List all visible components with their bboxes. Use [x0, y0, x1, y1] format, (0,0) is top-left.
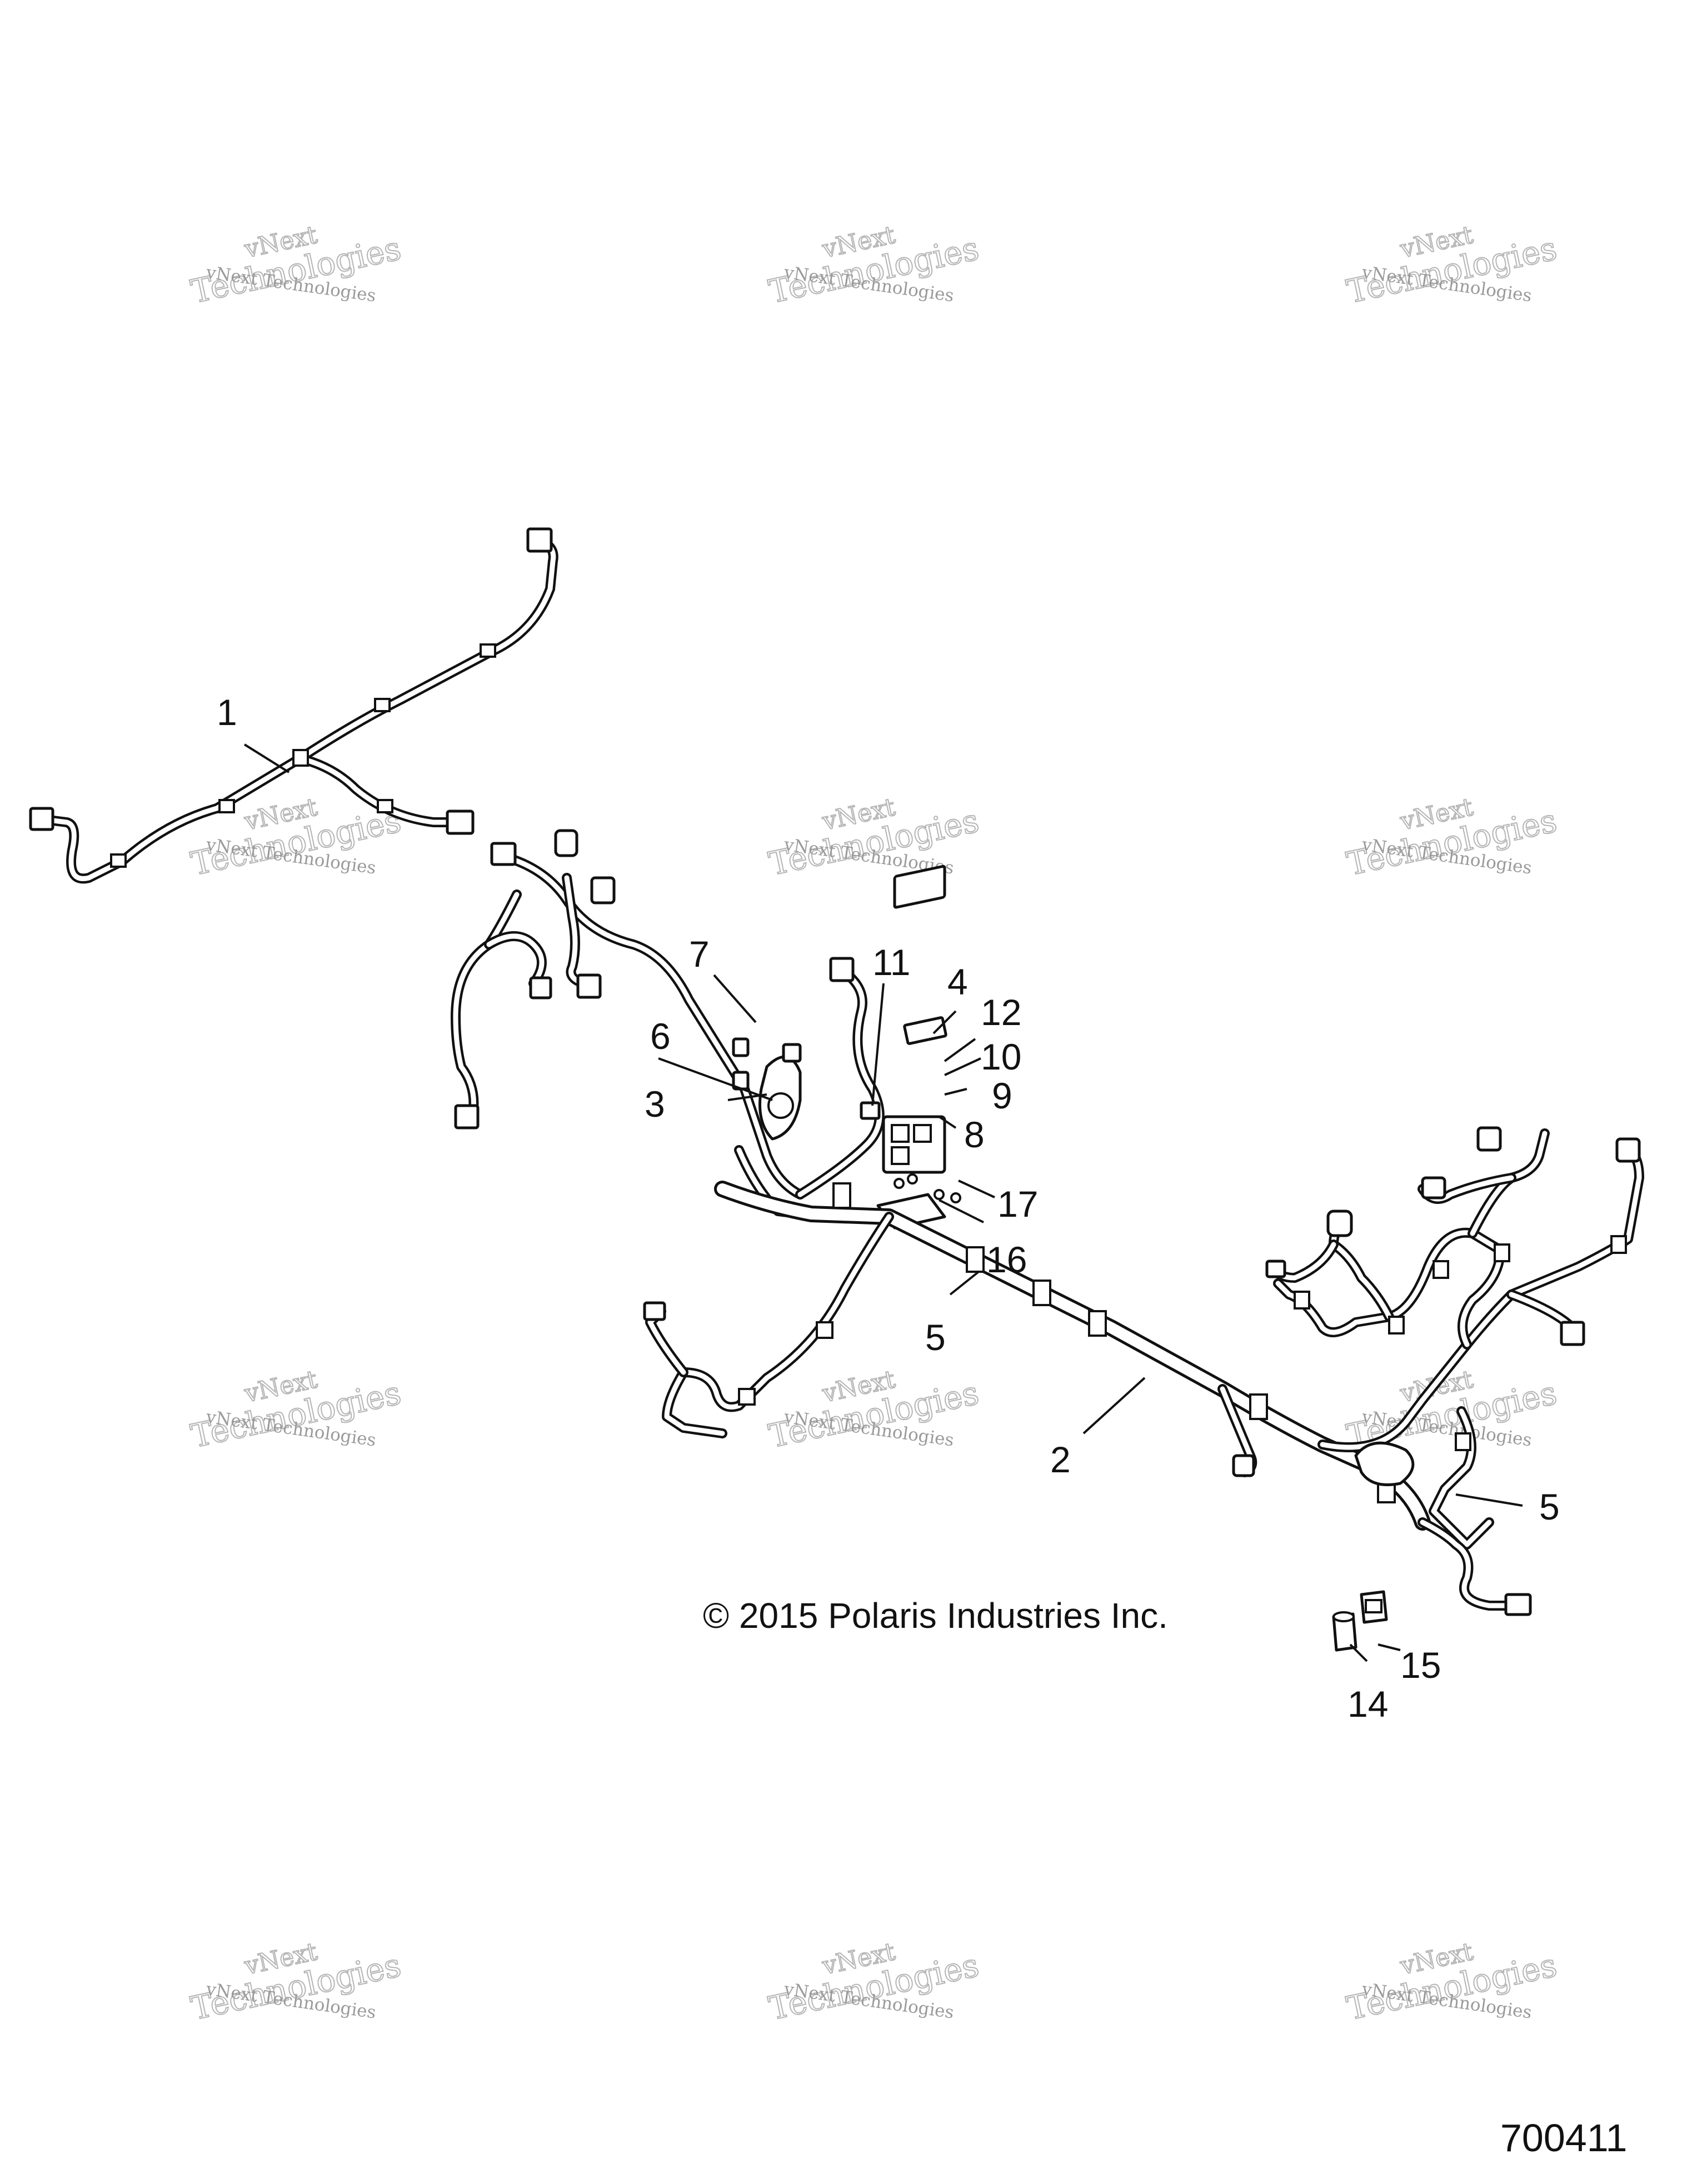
harness-1-rear	[29, 527, 558, 884]
watermark: Technologies vNext vNext Technologies	[765, 1937, 983, 2028]
harness-2-front-branch	[451, 829, 885, 1222]
harness-2-main-trunk	[643, 1181, 1431, 1531]
callout-1: 1	[217, 692, 237, 733]
callout-14: 14	[1347, 1683, 1388, 1725]
callout-8: 8	[964, 1114, 985, 1155]
fuse-box-assembly	[732, 864, 961, 1230]
callout-12: 12	[981, 992, 1021, 1033]
callout-5: 5	[1539, 1486, 1560, 1527]
callout-4: 4	[947, 961, 968, 1002]
copyright-notice: © 2015 Polaris Industries Inc.	[703, 1596, 1168, 1636]
watermark: Technologies vNext vNext Technologies	[1343, 1937, 1561, 2028]
callout-5: 5	[925, 1317, 946, 1358]
callout-labels: 1 7 6 3 11 4 12 10 9 8 17 16 5 2 5 15 14	[217, 692, 1560, 1725]
watermark: Technologies vNext vNext Technologies	[1343, 792, 1561, 883]
drawing-number: 700411	[1500, 2116, 1627, 2160]
callout-11: 11	[872, 942, 911, 983]
watermark: Technologies vNext vNext Technologies	[187, 1365, 405, 1456]
callout-10: 10	[981, 1036, 1021, 1077]
callout-6: 6	[650, 1016, 671, 1057]
watermark: Technologies vNext vNext Technologies	[187, 220, 405, 311]
watermark: Technologies vNext vNext Technologies	[1343, 220, 1561, 311]
callout-15: 15	[1400, 1645, 1441, 1686]
callout-17: 17	[997, 1183, 1038, 1225]
callout-3: 3	[645, 1083, 665, 1125]
callout-2: 2	[1050, 1439, 1071, 1480]
callout-16: 16	[986, 1239, 1027, 1280]
watermark: Technologies vNext vNext Technologies	[187, 1937, 405, 2028]
callout-7: 7	[689, 933, 710, 974]
watermark: Technologies vNext vNext Technologies	[765, 792, 983, 883]
watermark: Technologies vNext vNext Technologies	[765, 220, 983, 311]
harness-2-right-cluster	[1265, 1126, 1644, 1616]
loose-parts-14-15	[1332, 1590, 1388, 1652]
callout-9: 9	[992, 1075, 1012, 1116]
watermark: Technologies vNext vNext Technologies	[765, 1365, 983, 1456]
leader-lines	[243, 743, 1523, 1662]
